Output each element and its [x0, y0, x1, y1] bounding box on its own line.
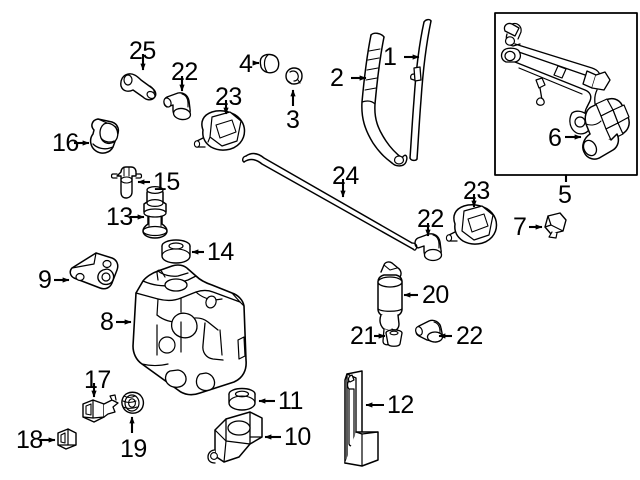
- part-6-shape: [582, 97, 630, 160]
- callout-label-21: 21: [350, 322, 377, 350]
- part-7-shape: [544, 212, 567, 239]
- inset-box-frame: [494, 12, 638, 182]
- part-3-shape: [285, 67, 303, 85]
- part-16-shape: [89, 118, 120, 154]
- callout-label-22-mid: 22: [417, 205, 444, 233]
- part-21-shape: [385, 329, 403, 347]
- part-25-shape: [120, 73, 157, 101]
- callout-label-18: 18: [16, 426, 43, 454]
- part-12-shape: [344, 370, 379, 467]
- callout-label-9: 9: [38, 266, 52, 294]
- callout-label-23-right: 23: [463, 177, 490, 205]
- callout-label-4: 4: [239, 50, 253, 78]
- part-11-shape: [228, 387, 256, 411]
- callout-label-22-top: 22: [171, 58, 198, 86]
- callout-label-19: 19: [120, 435, 147, 463]
- callout-label-12: 12: [387, 391, 414, 419]
- callout-label-22-lower: 22: [456, 322, 483, 350]
- callout-label-16: 16: [52, 129, 79, 157]
- part-9-shape: [69, 252, 119, 290]
- part-13-shape: [142, 185, 168, 239]
- callout-label-17: 17: [84, 366, 111, 394]
- part-2-shape: [361, 32, 408, 167]
- part-4-shape: [259, 53, 280, 74]
- callout-label-20: 20: [422, 281, 449, 309]
- part-8-shape: [132, 264, 247, 396]
- part-10-shape: [207, 411, 263, 464]
- callout-label-25: 25: [129, 37, 156, 65]
- part-14-shape: [161, 239, 191, 264]
- part-24-shape: [242, 152, 418, 251]
- part-22-top-shape: [163, 92, 192, 121]
- part-1-shape: [409, 18, 432, 162]
- part-18-shape: [57, 428, 77, 450]
- callout-label-15: 15: [153, 168, 180, 196]
- part-23-right-shape: [445, 204, 498, 245]
- part-19-shape: [121, 391, 145, 414]
- callout-label-7: 7: [513, 213, 527, 241]
- part-5-shape: [500, 22, 611, 135]
- part-17-shape: [82, 394, 119, 423]
- callout-label-1: 1: [383, 43, 397, 71]
- part-15-shape: [110, 166, 143, 199]
- part-20-shape: [377, 261, 403, 346]
- callout-arrows: [40, 54, 582, 443]
- part-23-left-shape: [193, 110, 246, 151]
- callout-label-11: 11: [278, 387, 303, 415]
- callout-label-24: 24: [332, 162, 359, 190]
- part-22-lower-shape: [415, 319, 444, 343]
- callout-label-2: 2: [330, 64, 344, 92]
- callout-label-8: 8: [100, 308, 114, 336]
- callout-label-23-left: 23: [215, 83, 242, 111]
- callout-label-10: 10: [284, 423, 311, 451]
- part-22-mid-shape: [414, 233, 443, 262]
- callout-label-13: 13: [106, 203, 133, 231]
- callout-label-6: 6: [548, 124, 562, 152]
- callout-label-5: 5: [558, 181, 572, 209]
- callout-label-14: 14: [207, 238, 234, 266]
- callout-label-3: 3: [286, 106, 300, 134]
